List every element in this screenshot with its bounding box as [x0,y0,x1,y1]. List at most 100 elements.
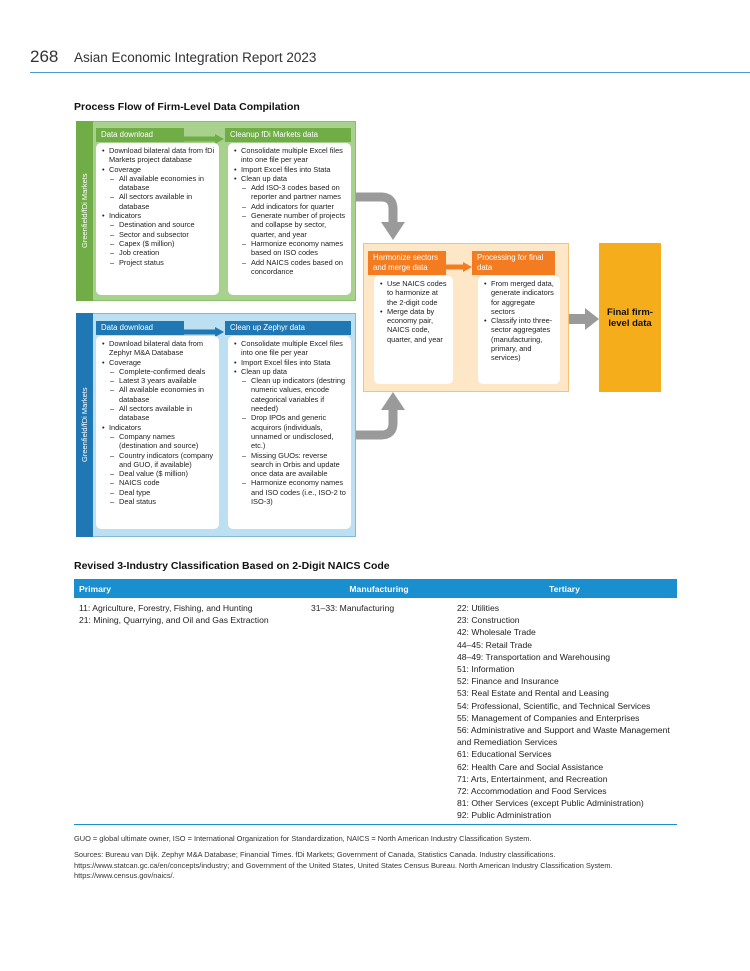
list-item: Deal status [101,497,215,507]
column-header-primary: Primary [74,579,306,598]
list-item: Import Excel files into Stata [233,165,347,175]
list-item: Job creation [101,248,215,258]
list-item: Merge data by economy pair, NAICS code, … [379,307,449,344]
zephyr-side-bar: Greenfield/fDi Markets [76,313,93,537]
naics-entry: 21: Mining, Quarrying, and Oil and Gas E… [79,615,269,626]
fdi-download-header: Data download [96,128,184,142]
final-data-box: Final firm-level data [599,243,661,392]
list-item: Download bilateral data from Zephyr M&A … [101,339,215,358]
zephyr-download-header: Data download [96,321,184,335]
fdi-side-bar: Greenfield/fDi Markets [76,121,93,301]
zephyr-download-box: Download bilateral data from Zephyr M&A … [96,336,219,529]
page-number: 268 [30,47,59,66]
list-item: Harmonize economy names and ISO codes (i… [233,478,347,506]
zephyr-cleanup-header: Clean up Zephyr data [225,321,351,335]
list-item: Deal type [101,488,215,498]
header-rule [30,72,750,73]
list-item: Company names (destination and source) [101,432,215,451]
sources-note: Sources: Bureau van Dijk. Zephyr M&A Dat… [74,850,613,880]
naics-entry: 42: Wholesale Trade [457,627,536,638]
list-item: Harmonize economy names based on ISO cod… [233,239,347,258]
column-header-manufacturing: Manufacturing [306,579,452,598]
zephyr-side-label: Greenfield/fDi Markets [80,387,89,463]
list-item: Sector and subsector [101,230,215,240]
naics-entry: 71: Arts, Entertainment, and Recreation [457,773,608,784]
fdi-side-label: Greenfield/fDi Markets [80,173,89,249]
arrow-right-icon [184,131,224,149]
list-item: All available economies in database [101,385,215,404]
list-item: Coverage [101,358,215,368]
list-item: Drop IPOs and generic acquirors (individ… [233,413,347,450]
arrow-right-icon [184,324,224,342]
naics-entry: 22: Utilities [457,603,500,613]
list-item: Clean up indicators (destring numeric va… [233,376,347,413]
table-title: Revised 3-Industry Classification Based … [74,560,390,572]
list-item: Add indicators for quarter [233,202,347,212]
harmonize-header: Harmonize sectors and merge data [368,251,446,275]
primary-cell: 11: Agriculture, Forestry, Fishing, and … [74,598,306,824]
list-item: Use NAICS codes to harmonize at the 2-di… [379,279,449,307]
naics-entry: 61: Educational Services [457,749,552,760]
arrow-to-final-icon [569,308,599,330]
list-item: Country indicators (company and GUO, if … [101,451,215,470]
naics-entry: 81: Other Services (except Public Admini… [457,798,644,809]
naics-entry: 53: Real Estate and Rental and Leasing [457,688,609,699]
list-item: Indicators [101,211,215,221]
naics-entry: 11: Agriculture, Forestry, Fishing, and … [79,603,253,613]
list-item: From merged data, generate indicators fo… [483,279,556,316]
naics-entry: 52: Finance and Insurance [457,676,559,687]
list-item: Clean up data [233,367,347,377]
final-data-label: Final firm-level data [607,306,653,329]
column-header-tertiary: Tertiary [452,579,677,598]
abbreviations-note: GUO = global ultimate owner, ISO = Inter… [74,834,532,843]
list-item: Capex ($ million) [101,239,215,249]
report-title: Asian Economic Integration Report 2023 [74,50,317,65]
list-item: Generate number of projects and collapse… [233,211,347,239]
list-item: Download bilateral data from fDi Markets… [101,146,215,165]
naics-entry: 55: Management of Companies and Enterpri… [457,712,640,723]
naics-entry: 31–33: Manufacturing [311,603,395,613]
list-item: Indicators [101,423,215,433]
list-item: Clean up data [233,174,347,184]
table-bottom-rule [74,824,677,825]
connector-arrow-down-icon [356,192,405,240]
naics-entry: 62: Health Care and Social Assistance [457,761,604,772]
naics-entry: 72: Accommodation and Food Services [457,786,607,797]
list-item: Missing GUOs: reverse search in Orbis an… [233,451,347,479]
naics-entry: 48–49: Transportation and Warehousing [457,651,611,662]
naics-entry: 44–45: Retail Trade [457,639,533,650]
zephyr-cleanup-box: Consolidate multiple Excel files into on… [228,336,351,529]
connector-arrow-up-icon [356,392,405,440]
naics-entry: 92: Public Administration [457,810,552,821]
list-item: Destination and source [101,220,215,230]
fdi-download-box: Download bilateral data from fDi Markets… [96,143,219,295]
figure-title: Process Flow of Firm-Level Data Compilat… [74,101,300,113]
list-item: Deal value ($ million) [101,469,215,479]
industry-classification-table: Primary Manufacturing Tertiary 11: Agric… [74,579,677,824]
list-item: All sectors available in database [101,192,215,211]
list-item: Classify into three-sector aggregates (m… [483,316,556,362]
naics-entry: 51: Information [457,664,515,675]
processing-header: Processing for final data [472,251,555,275]
list-item: Complete-confirmed deals [101,367,215,377]
list-item: All available economies in database [101,174,215,193]
list-item: Add ISO-3 codes based on reporter and pa… [233,183,347,202]
table-row: 11: Agriculture, Forestry, Fishing, and … [74,598,677,824]
arrow-right-icon [446,259,472,277]
list-item: Project status [101,258,215,268]
list-item: Latest 3 years available [101,376,215,386]
list-item: Coverage [101,165,215,175]
list-item: Add NAICS codes based on concordance [233,258,347,277]
processing-box: From merged data, generate indicators fo… [478,276,560,384]
naics-entry: 23: Construction [457,615,520,626]
list-item: Import Excel files into Stata [233,358,347,368]
list-item: NAICS code [101,478,215,488]
naics-entry: 56: Administrative and Support and Waste… [457,725,670,748]
harmonize-box: Use NAICS codes to harmonize at the 2-di… [374,276,453,384]
fdi-cleanup-header: Cleanup fDi Markets data [225,128,351,142]
list-item: Consolidate multiple Excel files into on… [233,339,347,358]
manufacturing-cell: 31–33: Manufacturing [306,598,452,824]
list-item: All sectors available in database [101,404,215,423]
list-item: Consolidate multiple Excel files into on… [233,146,347,165]
